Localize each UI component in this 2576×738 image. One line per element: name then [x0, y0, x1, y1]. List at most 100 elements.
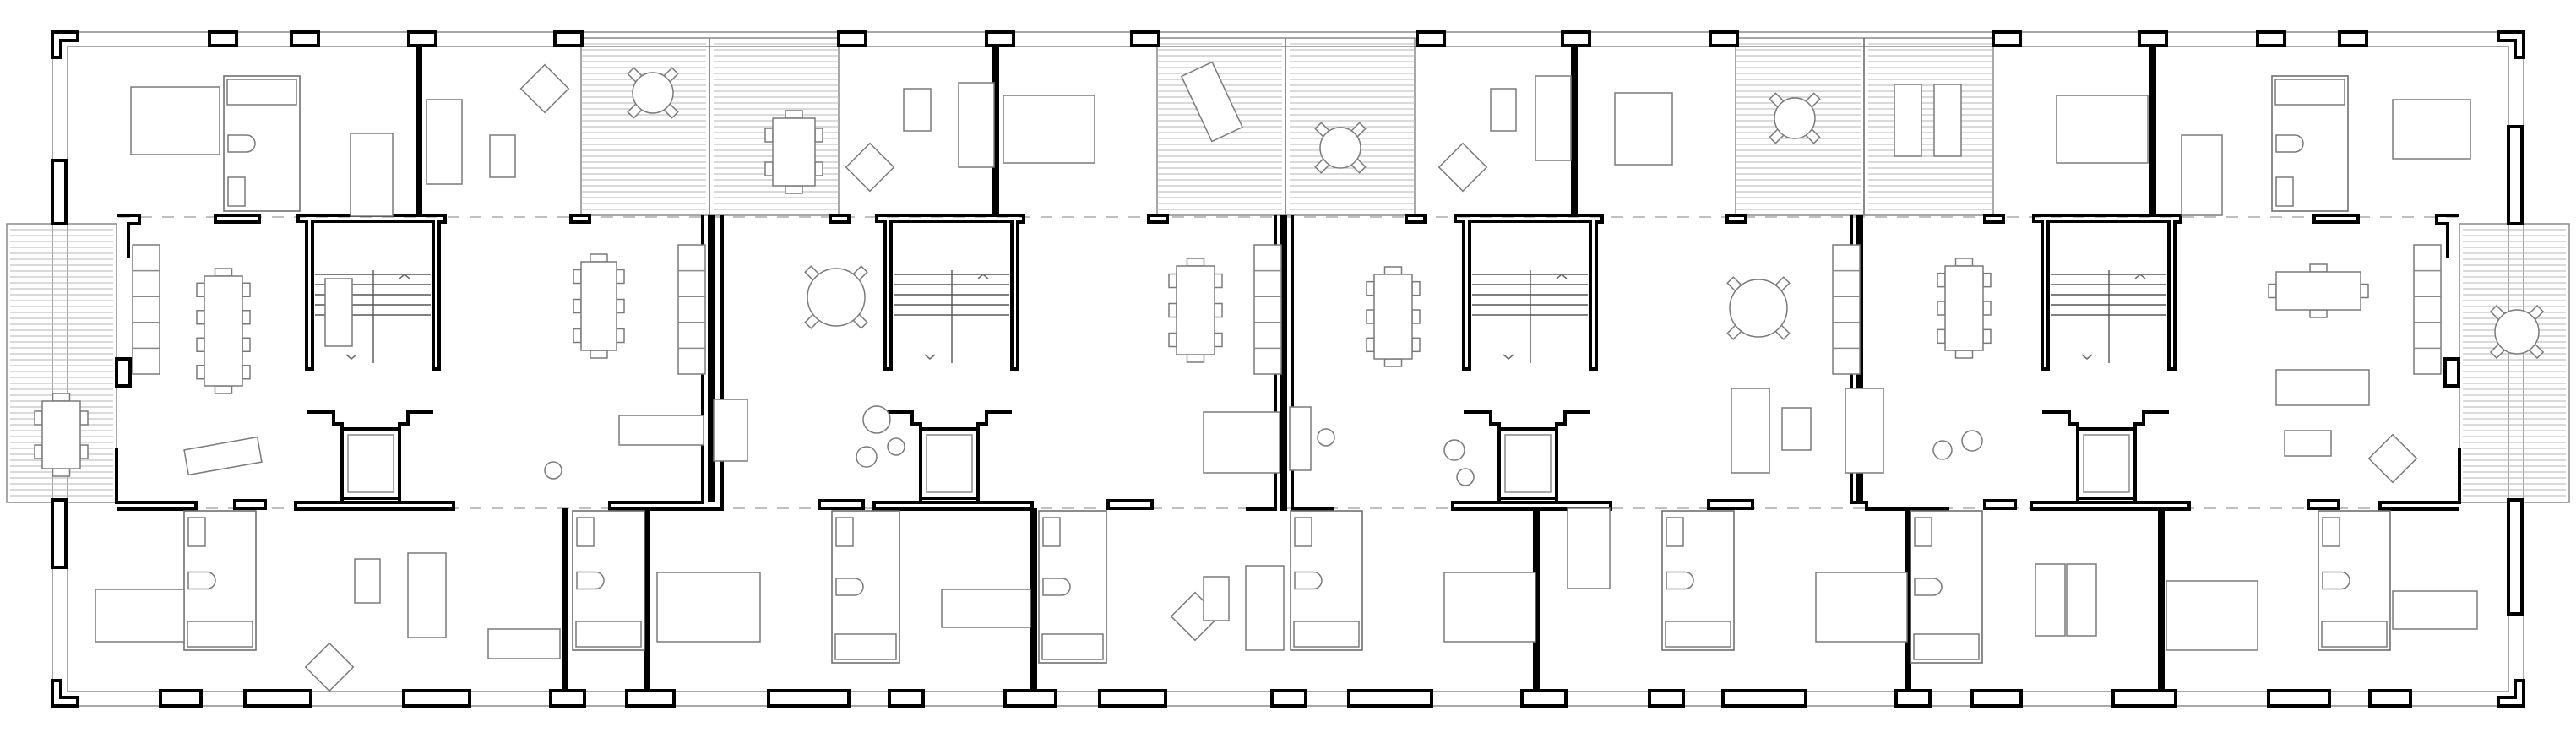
sofa-icon	[487, 628, 561, 659]
sofa-icon	[618, 415, 704, 446]
elevator-icon	[1497, 427, 1558, 500]
stair-core-4	[2030, 214, 2191, 511]
round-table-icon	[1769, 92, 1821, 144]
stair-core-3	[1451, 214, 1612, 511]
stair-core-1	[294, 214, 455, 511]
bed-icon	[2066, 563, 2097, 637]
plant-icon	[1437, 142, 1488, 193]
bed-icon	[95, 589, 185, 643]
balcony-north-1	[580, 37, 840, 216]
sofa-icon	[1203, 411, 1280, 474]
sink-icon	[2275, 176, 2294, 207]
cabinet-icon	[903, 88, 932, 132]
stair-arrow-icon	[345, 354, 357, 361]
cabinet-icon	[1203, 576, 1230, 621]
stair-arrow-icon	[2134, 273, 2146, 279]
bathtub-icon	[1665, 621, 1731, 648]
bathtub-icon	[1041, 633, 1104, 660]
wardrobe-icon	[407, 552, 447, 638]
stair-arrow-icon	[924, 354, 936, 361]
plant-icon	[845, 142, 895, 193]
bathtub-icon	[575, 621, 642, 648]
wardrobe-icon	[1535, 75, 1572, 161]
desk-icon	[2392, 99, 2471, 160]
wardrobe-icon	[426, 99, 463, 185]
shelf-icon	[677, 244, 706, 375]
bathtub-icon	[1293, 621, 1360, 648]
elevator-icon	[919, 427, 980, 500]
sink-icon	[835, 517, 854, 547]
stair-arrow-icon	[977, 273, 989, 279]
bed-icon	[2056, 95, 2149, 164]
sink-icon	[227, 176, 246, 207]
cabinet-icon	[1490, 88, 1517, 132]
wardrobe-icon	[350, 133, 394, 217]
wardrobe-icon	[1845, 388, 1884, 474]
cabinet-icon	[324, 278, 353, 347]
toilet-icon	[1666, 571, 1694, 590]
bathtub-icon	[226, 79, 297, 106]
shelf-icon	[132, 244, 160, 375]
plant-icon	[519, 63, 570, 114]
elevator-icon	[2076, 427, 2137, 500]
bathroom	[2271, 75, 2349, 212]
cabinet-icon	[489, 134, 516, 178]
rect-table-icon	[573, 253, 625, 359]
wardrobe-icon	[1245, 565, 1285, 651]
sink-icon	[1914, 517, 1932, 547]
round-table-icon	[627, 67, 679, 119]
plant-icon	[887, 437, 905, 456]
bed-icon	[656, 572, 761, 643]
balcony-east	[2459, 223, 2570, 503]
plant-icon	[1443, 439, 1465, 461]
wardrobe-icon	[958, 82, 995, 168]
toilet-icon	[2275, 134, 2304, 153]
sofa-icon	[1180, 61, 1244, 143]
bathtub-icon	[1913, 633, 1980, 660]
wardrobe-icon	[2181, 134, 2223, 216]
stair-arrow-icon	[399, 273, 410, 279]
bathroom	[1661, 510, 1735, 651]
toilet-icon	[187, 571, 216, 590]
toilet-icon	[227, 134, 256, 153]
shelf-icon	[1253, 244, 1282, 375]
desk-icon	[941, 589, 1031, 628]
rect-table-icon	[2268, 263, 2369, 318]
plant-icon	[862, 405, 891, 434]
cabinet-icon	[2284, 430, 2332, 457]
stair-core-2	[872, 214, 1034, 511]
cabinet-icon	[713, 399, 748, 462]
stair-arrow-icon	[1556, 273, 1568, 279]
bathroom	[1910, 510, 1983, 664]
bed-icon	[1614, 92, 1673, 166]
corridor-south-walls	[818, 499, 2017, 510]
plant-icon	[2367, 433, 2418, 484]
bed-icon	[1815, 572, 1908, 643]
bathtub-icon	[834, 633, 897, 660]
rect-table-icon	[196, 268, 251, 394]
balcony-north-2	[1156, 37, 1416, 216]
wardrobe-icon	[1731, 388, 1770, 474]
sink-icon	[576, 517, 595, 547]
rect-table-icon	[1937, 258, 1992, 359]
bed-icon	[1443, 572, 1536, 643]
sofa-icon	[2275, 369, 2370, 406]
sink-icon	[1042, 517, 1061, 547]
south-wall-posts	[51, 498, 2525, 708]
rect-table-icon	[1366, 266, 1421, 367]
toilet-icon	[1914, 578, 1943, 596]
toilet-icon	[835, 578, 864, 596]
plant-icon	[1456, 468, 1475, 486]
balcony-north-3	[1735, 37, 1994, 216]
bathroom	[183, 510, 257, 651]
sink-icon	[1294, 517, 1312, 547]
rect-table-icon	[1168, 258, 1223, 363]
sofa-icon	[183, 436, 263, 476]
rect-table-icon	[34, 393, 89, 477]
plant-icon	[304, 642, 355, 692]
plant-icon	[1961, 430, 1983, 452]
bathroom	[2318, 510, 2391, 651]
sink-icon	[1666, 517, 1684, 547]
plant-icon	[544, 461, 562, 480]
